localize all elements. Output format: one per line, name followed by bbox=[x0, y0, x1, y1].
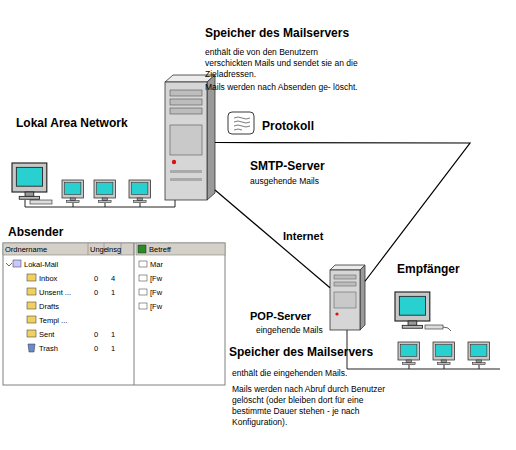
server-name: SMTP-Server bbox=[250, 160, 325, 174]
storage-heading: Speicher des Mailservers bbox=[205, 27, 349, 41]
pop-server-icon bbox=[330, 265, 365, 330]
network-line bbox=[215, 143, 470, 282]
message-subject: [Fw bbox=[150, 274, 162, 283]
column-header: Unge bbox=[90, 245, 108, 254]
server-role: ausgehende Mails bbox=[250, 176, 319, 187]
storage-heading: Speicher des Mailservers bbox=[229, 346, 373, 360]
storage-note: enthält die von den Benutzern verschickt… bbox=[205, 47, 360, 80]
column-header: Ordnername bbox=[5, 245, 47, 254]
table-cell: 0 bbox=[94, 330, 98, 339]
network-line bbox=[215, 190, 330, 288]
network-label: Lokal Area Network bbox=[16, 117, 128, 131]
message-subject: [Fw bbox=[150, 302, 162, 311]
mail-client-window bbox=[3, 243, 225, 385]
window-heading: Absender bbox=[8, 226, 63, 240]
protocol-scroll-icon bbox=[228, 112, 254, 134]
folder-name: Drafts bbox=[39, 302, 59, 311]
storage-note: enthält die eingehenden Mails. bbox=[232, 368, 347, 379]
server-node: POP-Servereingehende Mails bbox=[330, 265, 365, 330]
message-subject: Mar bbox=[150, 260, 163, 269]
folder-name: Inbox bbox=[39, 274, 57, 283]
folder-name: Templ ... bbox=[39, 316, 67, 325]
table-cell: 4 bbox=[111, 274, 115, 283]
table-cell: 0 bbox=[94, 288, 98, 297]
folder-name: Trash bbox=[39, 344, 58, 353]
edge-label: Internet bbox=[283, 230, 323, 243]
server-node: SMTP-Serverausgehende Mails bbox=[165, 75, 215, 200]
folder-name: Sent bbox=[39, 330, 54, 339]
folder-name: Lokal-Mail bbox=[24, 260, 58, 269]
table-cell: 0 bbox=[94, 274, 98, 283]
column-header: Insg bbox=[107, 245, 121, 254]
table-cell: 0 bbox=[94, 344, 98, 353]
storage-note: Mails werden nach Absenden ge- löscht. bbox=[205, 82, 360, 93]
lan-computers bbox=[12, 163, 175, 207]
column-header: Betreff bbox=[149, 245, 171, 254]
table-cell: 1 bbox=[111, 330, 115, 339]
table-cell: 1 bbox=[111, 344, 115, 353]
receiver-label: Empfänger bbox=[397, 263, 460, 277]
message-subject: [Fw bbox=[150, 288, 162, 297]
storage-note: Mails werden nach Abruf durch Benutzer g… bbox=[232, 384, 392, 428]
server-role: eingehende Mails bbox=[256, 325, 323, 336]
table-cell: 1 bbox=[111, 288, 115, 297]
mail-client-node: AbsenderOrdnernameUngeInsgBetreffLokal-M… bbox=[3, 243, 225, 385]
folder-name: Unsent ... bbox=[39, 288, 71, 297]
server-name: POP-Server bbox=[250, 310, 311, 323]
smtp-server-icon bbox=[165, 75, 215, 200]
protocol-label: Protokoll bbox=[262, 120, 314, 134]
